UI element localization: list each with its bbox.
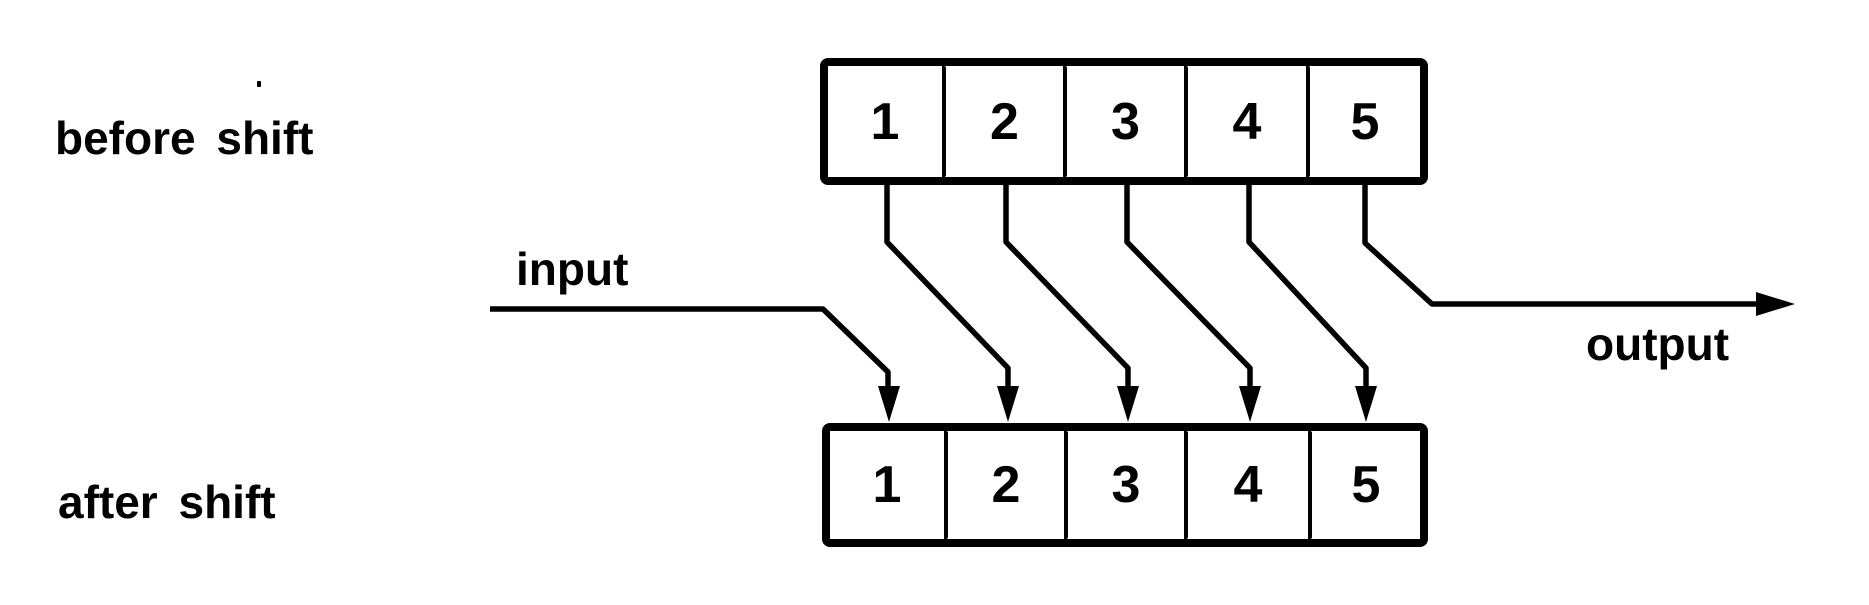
- after-cell-3: 3: [1068, 431, 1188, 539]
- after-cell-2: 2: [948, 431, 1068, 539]
- shift-wire-2-to-3: [1003, 185, 1131, 398]
- arrowhead-down-icon: [878, 386, 900, 422]
- before-cell-4: 4: [1188, 66, 1310, 177]
- output-wire: [1362, 185, 1760, 307]
- after-shift-register: 1 2 3 4 5: [822, 423, 1428, 547]
- arrowhead-down-icon: [997, 386, 1019, 422]
- before-cell-3: 3: [1067, 66, 1188, 177]
- ink-speck: [257, 81, 261, 87]
- input-wire: [490, 306, 891, 398]
- arrowhead-down-icon: [1355, 386, 1377, 422]
- before-cell-5: 5: [1350, 92, 1380, 151]
- arrowhead-down-icon: [1117, 386, 1139, 422]
- after-cell-4: 4: [1188, 431, 1312, 539]
- arrowhead-down-icon: [1239, 386, 1261, 422]
- shift-wire-3-to-4: [1124, 185, 1253, 398]
- before-shift-label: before shift: [55, 112, 314, 164]
- shift-wire-1-to-2: [884, 185, 1011, 398]
- input-label: input: [516, 243, 629, 295]
- after-cell-5: 5: [1351, 456, 1381, 514]
- output-label: output: [1586, 318, 1730, 370]
- arrowhead-right-icon: [1756, 292, 1795, 316]
- before-shift-register: 1 2 3 4 5: [820, 58, 1428, 185]
- shift-wire-4-to-5: [1246, 185, 1369, 398]
- after-cell-1: 1: [830, 431, 948, 539]
- after-shift-label: after shift: [58, 476, 276, 528]
- before-cell-2: 2: [946, 66, 1067, 177]
- before-cell-1: 1: [828, 66, 946, 177]
